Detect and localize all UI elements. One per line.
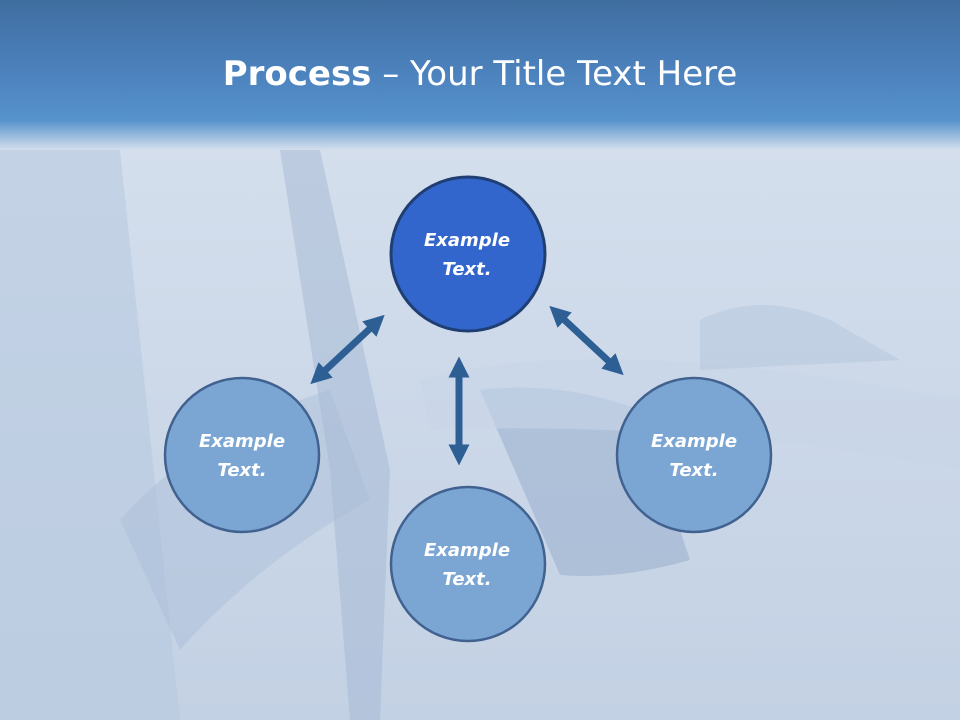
node-right-line2: Text. xyxy=(669,460,718,481)
title-rest: – Your Title Text Here xyxy=(371,54,738,94)
slide-title: Process – Your Title Text Here xyxy=(0,52,960,96)
title-bar xyxy=(0,0,960,150)
process-node-right: Example Text. xyxy=(615,376,773,534)
node-bottom-line2: Text. xyxy=(442,569,491,590)
process-node-bottom: Example Text. xyxy=(389,485,547,643)
process-node-left: Example Text. xyxy=(163,376,321,534)
node-top-line2: Text. xyxy=(442,259,491,280)
node-left-line2: Text. xyxy=(217,460,266,481)
arrow-top-right xyxy=(549,305,624,376)
node-left-line1: Example xyxy=(199,431,285,452)
title-bold: Process xyxy=(222,54,372,94)
node-bottom-line1: Example xyxy=(424,540,510,561)
node-top-line1: Example xyxy=(424,230,510,251)
arrow-top-left xyxy=(310,314,385,385)
process-node-top: Example Text. xyxy=(389,175,547,333)
node-right-line1: Example xyxy=(651,431,737,452)
